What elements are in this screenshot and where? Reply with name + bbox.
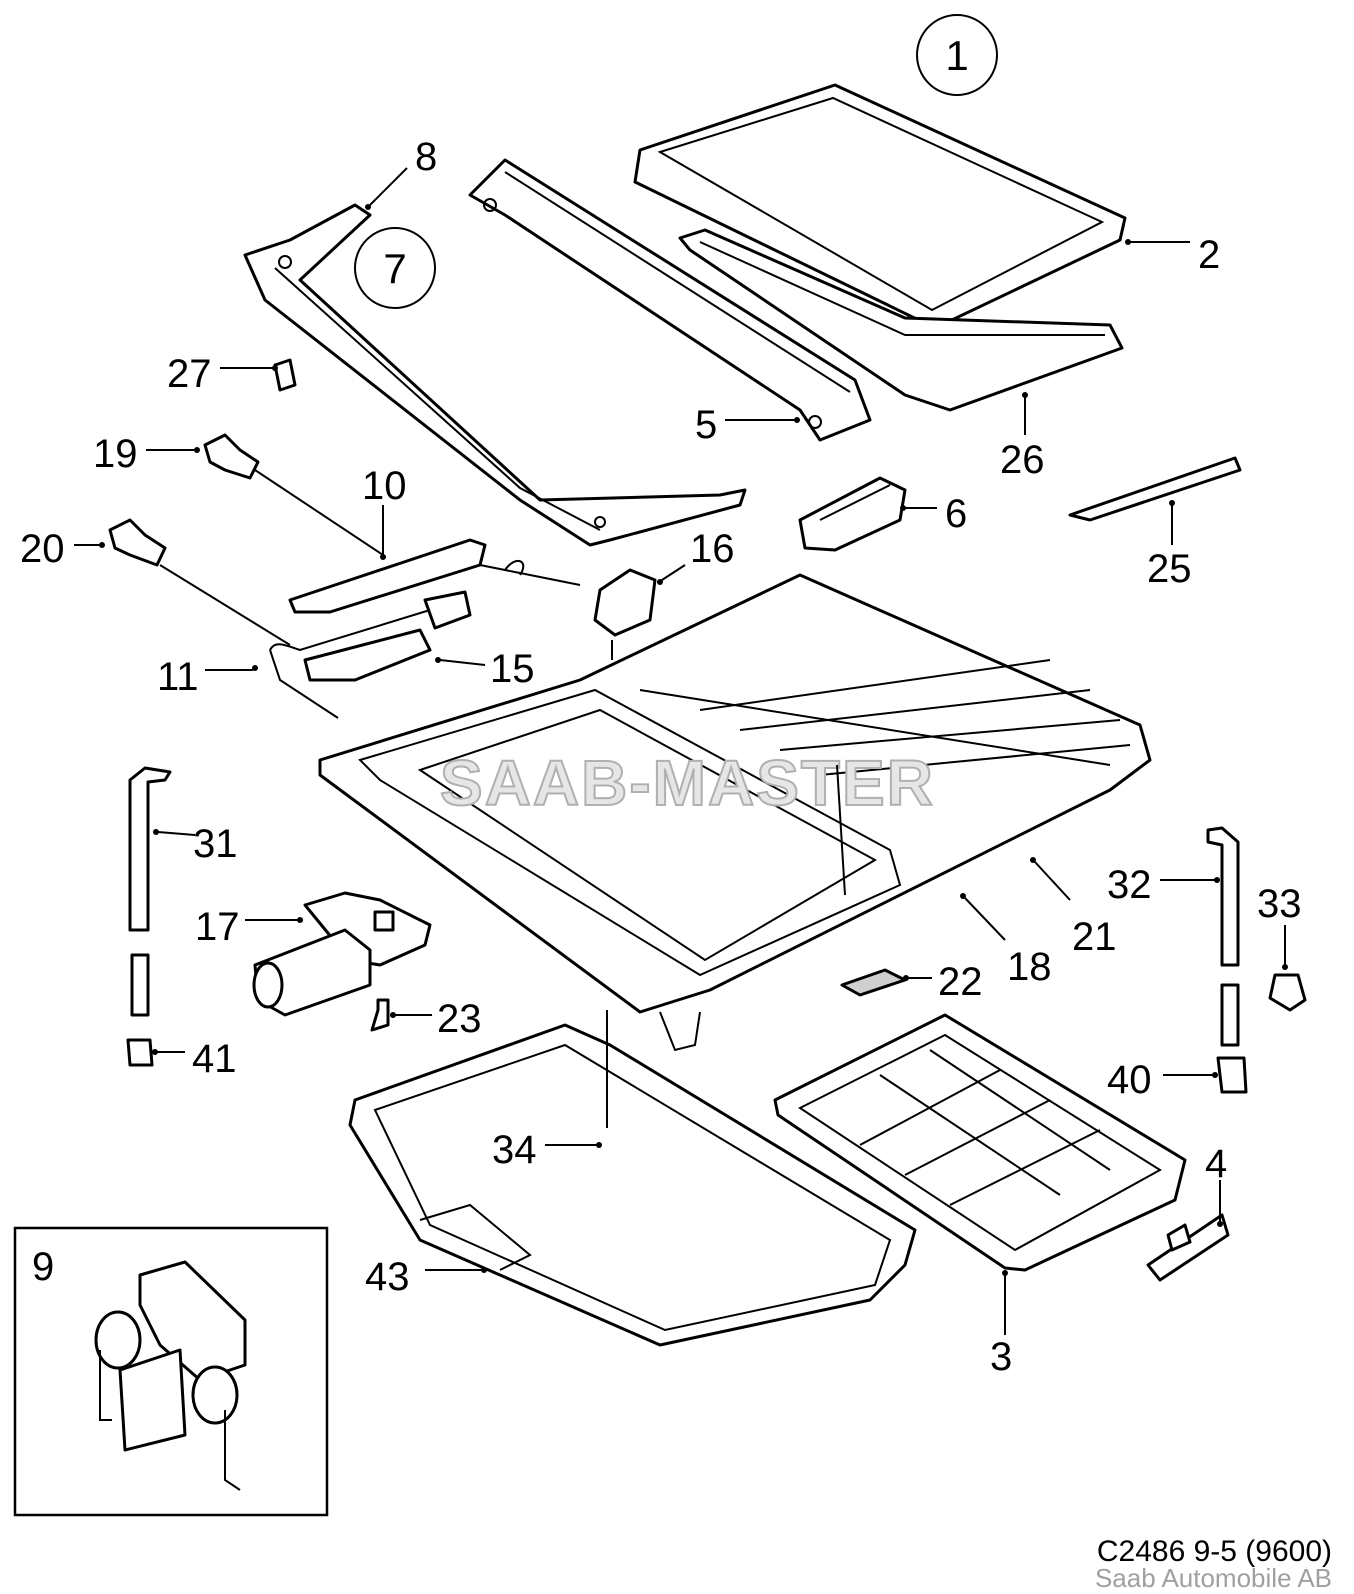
brand-credit: Saab Automobile AB xyxy=(1094,1563,1332,1593)
wind-deflector-rail xyxy=(468,158,872,442)
callout-18: 18 xyxy=(1007,945,1052,989)
callout-33: 33 xyxy=(1257,882,1302,926)
watermark: SAAB-MASTER xyxy=(440,747,935,819)
callout-40: 40 xyxy=(1107,1058,1152,1102)
sunshade-frame xyxy=(348,1023,917,1347)
callout-23: 23 xyxy=(437,997,482,1041)
callout-6: 6 xyxy=(945,492,967,536)
callout-17: 17 xyxy=(195,905,240,949)
callout-19: 19 xyxy=(93,432,138,476)
callout-43: 43 xyxy=(365,1255,410,1299)
link-arm xyxy=(288,538,581,614)
side-frame xyxy=(243,203,747,547)
drain-hoses xyxy=(126,766,1307,1094)
callout-41: 41 xyxy=(192,1037,237,1081)
bracket xyxy=(593,568,657,637)
pad xyxy=(840,968,907,997)
leader-lines xyxy=(74,167,1288,1335)
rear-strip xyxy=(1068,456,1242,522)
circled-label-7: 7 xyxy=(354,227,436,309)
callout-2: 2 xyxy=(1198,233,1220,277)
callout-34: 34 xyxy=(492,1128,537,1172)
callout-16: 16 xyxy=(690,527,735,571)
callout-9: 9 xyxy=(32,1245,54,1289)
front-guide xyxy=(798,476,907,552)
callout-15: 15 xyxy=(490,647,535,691)
callout-20: 20 xyxy=(20,527,65,571)
callout-32: 32 xyxy=(1107,863,1152,907)
callout-10: 10 xyxy=(362,464,407,508)
inset-box-spring-hinge xyxy=(13,1226,329,1517)
main-frame xyxy=(318,573,1152,1052)
seal-frame xyxy=(678,228,1124,412)
motor xyxy=(252,891,432,1017)
callout-5: 5 xyxy=(695,403,717,447)
circled-label-1: 1 xyxy=(916,14,998,96)
callout-26: 26 xyxy=(1000,438,1045,482)
callout-8: 8 xyxy=(415,135,437,179)
callout-21: 21 xyxy=(1072,915,1117,959)
slide-and-cable xyxy=(269,590,472,719)
svg-text:7: 7 xyxy=(383,245,406,292)
callout-4: 4 xyxy=(1205,1142,1227,1186)
slider xyxy=(1146,1213,1230,1282)
callout-31: 31 xyxy=(193,822,238,866)
svg-text:1: 1 xyxy=(945,32,968,79)
callout-3: 3 xyxy=(990,1335,1012,1379)
callout-25: 25 xyxy=(1147,547,1192,591)
callout-22: 22 xyxy=(938,960,983,1004)
diagram-code: C2486 9-5 (9600) xyxy=(1096,1535,1332,1568)
callout-11: 11 xyxy=(157,655,199,699)
grille-shade xyxy=(773,1013,1187,1272)
callout-27: 27 xyxy=(167,352,212,396)
